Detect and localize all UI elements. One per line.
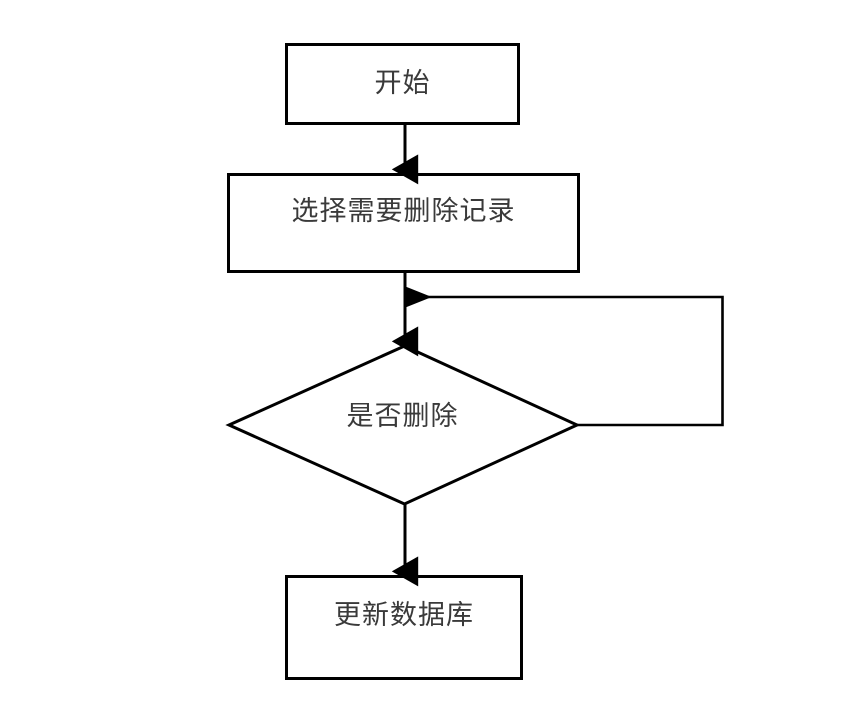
node-select-records-label: 选择需要删除记录 (291, 196, 516, 227)
node-start-label: 开始 (374, 68, 431, 99)
node-start-shape[interactable] (285, 43, 520, 125)
node-update-database-shape[interactable] (285, 575, 523, 680)
connector-confirm-loop-back (405, 286, 724, 427)
node-update-database-label: 更新数据库 (334, 600, 474, 631)
node-confirm-delete-label: 是否删除 (346, 401, 459, 432)
node-select-records-shape[interactable] (227, 173, 580, 273)
